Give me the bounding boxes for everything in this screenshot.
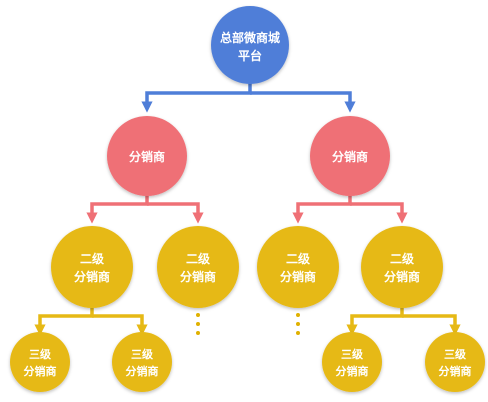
l2-2-line1: 二级 bbox=[186, 251, 210, 266]
l2-node-4: 二级 分销商 bbox=[361, 226, 443, 308]
distributor-left-label: 分销商 bbox=[129, 149, 165, 164]
root-label-line2: 平台 bbox=[238, 48, 262, 63]
l3-1-line1: 三级 bbox=[29, 347, 52, 361]
l3-3-line2: 分销商 bbox=[336, 364, 369, 378]
l3-2-line1: 三级 bbox=[131, 347, 154, 361]
root-connector bbox=[141, 83, 356, 113]
left-l2-connector bbox=[34, 308, 148, 336]
l2-node-2: 二级 分销商 bbox=[157, 226, 239, 308]
l2-node-3: 二级 分销商 bbox=[257, 226, 339, 308]
distributor-node-right: 分销商 bbox=[310, 116, 390, 196]
l3-node-3: 三级 分销商 bbox=[322, 332, 382, 392]
l3-4-line1: 三级 bbox=[444, 347, 467, 361]
l2-2-line2: 分销商 bbox=[180, 269, 216, 284]
ellipsis-dots-right bbox=[296, 313, 300, 335]
distributor-node-left: 分销商 bbox=[107, 116, 187, 196]
l2-3-line1: 二级 bbox=[286, 251, 310, 266]
l2-node-1: 二级 分销商 bbox=[51, 226, 133, 308]
l2-4-line1: 二级 bbox=[390, 251, 414, 266]
l3-node-1: 三级 分销商 bbox=[10, 332, 70, 392]
l3-2-line2: 分销商 bbox=[126, 364, 159, 378]
l3-4-line2: 分销商 bbox=[439, 364, 472, 378]
right-l2-connector bbox=[346, 308, 461, 336]
left-distributor-connector bbox=[86, 196, 204, 224]
l2-1-line2: 分销商 bbox=[74, 269, 110, 284]
l3-1-line2: 分销商 bbox=[24, 364, 57, 378]
l3-node-2: 三级 分销商 bbox=[112, 332, 172, 392]
ellipsis-dots-left bbox=[196, 313, 200, 335]
l2-3-line2: 分销商 bbox=[280, 269, 316, 284]
root-label-line1: 总部微商城 bbox=[220, 30, 280, 45]
right-distributor-connector bbox=[292, 196, 408, 224]
l3-3-line1: 三级 bbox=[341, 347, 364, 361]
distributor-right-label: 分销商 bbox=[332, 149, 368, 164]
l2-1-line1: 二级 bbox=[80, 251, 104, 266]
l3-node-4: 三级 分销商 bbox=[425, 332, 485, 392]
root-node: 总部微商城 平台 bbox=[211, 6, 289, 84]
l2-4-line2: 分销商 bbox=[384, 269, 420, 284]
